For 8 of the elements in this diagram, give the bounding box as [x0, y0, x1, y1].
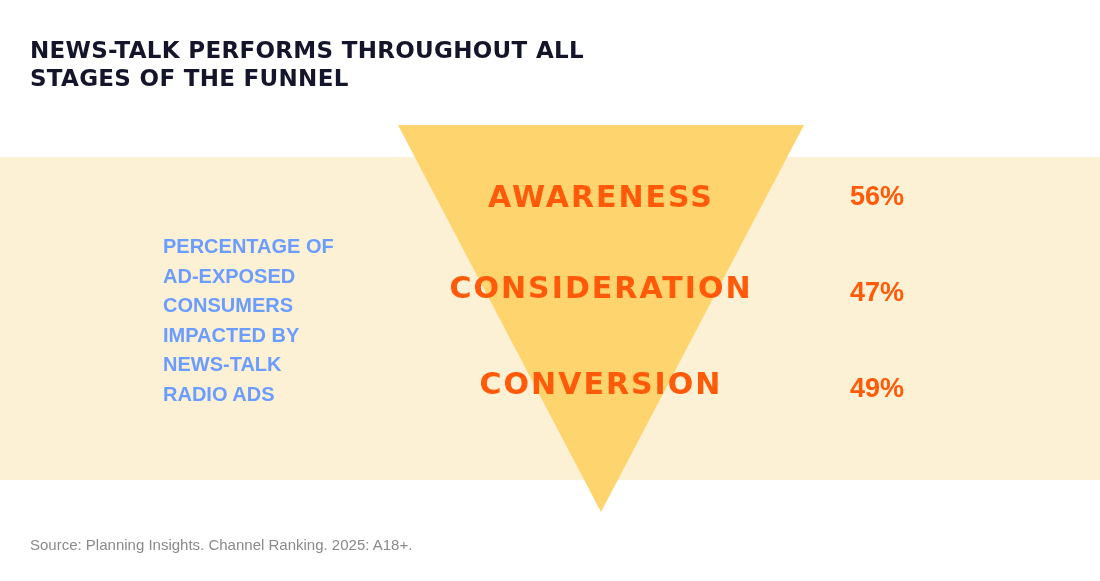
description-text: PERCENTAGE OF AD-EXPOSED CONSUMERS IMPACTED BY NEWS-TALK RADIO ADS	[163, 234, 335, 407]
percentage-value: 56%	[850, 180, 905, 212]
title: NEWS-TALK PERFORMS THROUGHOUT ALL STAGES OF THE FUNNEL	[30, 36, 585, 92]
source-note: Source: Planning Insights. Channel Ranking. 2025: A18+.	[30, 536, 413, 553]
percentage-value: 47%	[850, 276, 905, 308]
funnel-triangle	[398, 125, 804, 512]
percentage-value: 49%	[850, 372, 905, 404]
stage-label: AWARENESS	[487, 179, 715, 215]
